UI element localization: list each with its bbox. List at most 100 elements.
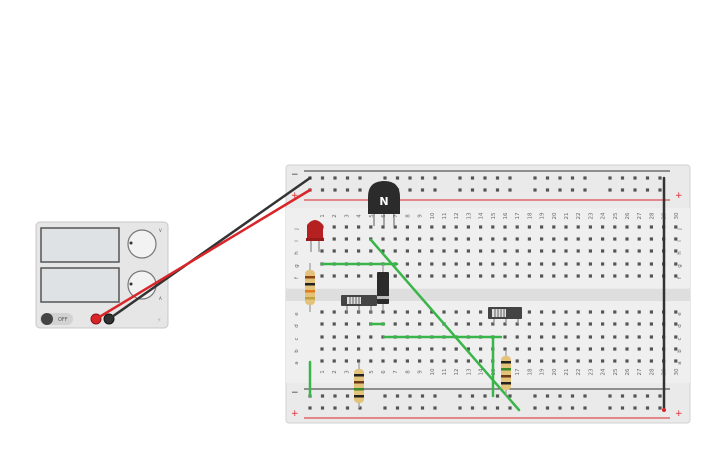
rail-hole[interactable]: [483, 188, 487, 192]
terminal-hole[interactable]: [344, 225, 348, 229]
terminal-hole[interactable]: [405, 310, 409, 314]
rail-hole[interactable]: [495, 176, 500, 180]
terminal-hole[interactable]: [527, 335, 531, 339]
terminal-hole[interactable]: [576, 310, 580, 314]
rail-hole[interactable]: [620, 406, 625, 410]
rail-hole[interactable]: [433, 406, 437, 410]
terminal-hole[interactable]: [357, 274, 361, 278]
terminal-hole[interactable]: [515, 237, 519, 241]
terminal-hole[interactable]: [576, 262, 580, 266]
terminal-hole[interactable]: [649, 310, 653, 314]
terminal-hole[interactable]: [466, 310, 470, 314]
power-supply[interactable]: V A OFF ⚡: [35, 221, 169, 329]
terminal-hole[interactable]: [454, 225, 458, 229]
terminal-hole[interactable]: [515, 347, 519, 351]
terminal-hole[interactable]: [442, 347, 446, 351]
terminal-hole[interactable]: [649, 225, 653, 229]
terminal-hole[interactable]: [479, 249, 483, 253]
terminal-hole[interactable]: [418, 322, 422, 326]
terminal-hole[interactable]: [552, 249, 556, 253]
rail-hole[interactable]: [470, 394, 475, 398]
terminal-hole[interactable]: [344, 237, 348, 241]
terminal-hole[interactable]: [479, 310, 483, 314]
terminal-hole[interactable]: [442, 310, 446, 314]
terminal-hole[interactable]: [588, 249, 592, 253]
terminal-hole[interactable]: [649, 237, 653, 241]
terminal-hole[interactable]: [442, 237, 446, 241]
rail-hole[interactable]: [433, 394, 437, 398]
terminal-hole[interactable]: [527, 347, 531, 351]
terminal-hole[interactable]: [491, 249, 495, 253]
rail-hole[interactable]: [420, 394, 425, 398]
terminal-hole[interactable]: [344, 359, 348, 363]
terminal-hole[interactable]: [332, 225, 336, 229]
power-wires[interactable]: [94, 176, 666, 412]
terminal-hole[interactable]: [588, 322, 592, 326]
terminal-hole[interactable]: [515, 274, 519, 278]
terminal-hole[interactable]: [454, 359, 458, 363]
rail-hole[interactable]: [645, 176, 650, 180]
rail-hole[interactable]: [358, 188, 362, 192]
terminal-hole[interactable]: [405, 274, 409, 278]
terminal-hole[interactable]: [491, 237, 495, 241]
terminal-hole[interactable]: [576, 225, 580, 229]
terminal-hole[interactable]: [625, 335, 629, 339]
voltage-knob[interactable]: [127, 229, 157, 259]
terminal-hole[interactable]: [503, 237, 507, 241]
rail-hole[interactable]: [533, 394, 537, 398]
terminal-hole[interactable]: [466, 322, 470, 326]
terminal-hole[interactable]: [649, 274, 653, 278]
terminal-hole[interactable]: [674, 262, 678, 266]
rail-hole[interactable]: [545, 406, 550, 410]
rail-hole[interactable]: [470, 188, 475, 192]
terminal-hole[interactable]: [515, 322, 519, 326]
terminal-hole[interactable]: [479, 347, 483, 351]
terminal-hole[interactable]: [405, 347, 409, 351]
terminal-hole[interactable]: [649, 347, 653, 351]
terminal-hole[interactable]: [588, 237, 592, 241]
terminal-hole[interactable]: [527, 310, 531, 314]
terminal-hole[interactable]: [503, 335, 507, 339]
terminal-hole[interactable]: [588, 225, 592, 229]
terminal-hole[interactable]: [442, 249, 446, 253]
terminal-hole[interactable]: [430, 359, 434, 363]
terminal-hole[interactable]: [418, 310, 422, 314]
terminal-hole[interactable]: [491, 225, 495, 229]
terminal-hole[interactable]: [625, 262, 629, 266]
terminal-hole[interactable]: [466, 274, 470, 278]
rail-hole[interactable]: [570, 406, 575, 410]
terminal-hole[interactable]: [357, 249, 361, 253]
terminal-hole[interactable]: [674, 274, 678, 278]
terminal-hole[interactable]: [381, 225, 385, 229]
terminal-hole[interactable]: [564, 322, 568, 326]
terminal-hole[interactable]: [601, 225, 605, 229]
rail-hole[interactable]: [645, 406, 650, 410]
terminal-hole[interactable]: [503, 225, 507, 229]
terminal-hole[interactable]: [649, 262, 653, 266]
terminal-hole[interactable]: [601, 322, 605, 326]
rail-hole[interactable]: [483, 406, 487, 410]
rail-hole[interactable]: [308, 406, 312, 410]
terminal-hole[interactable]: [625, 347, 629, 351]
terminal-hole[interactable]: [674, 237, 678, 241]
rail-hole[interactable]: [620, 188, 625, 192]
terminal-hole[interactable]: [515, 335, 519, 339]
terminal-hole[interactable]: [601, 237, 605, 241]
terminal-hole[interactable]: [613, 335, 617, 339]
terminal-hole[interactable]: [613, 310, 617, 314]
terminal-hole[interactable]: [454, 347, 458, 351]
rail-hole[interactable]: [608, 176, 612, 180]
rail-hole[interactable]: [395, 394, 400, 398]
terminal-hole[interactable]: [454, 262, 458, 266]
rail-hole[interactable]: [395, 176, 400, 180]
terminal-hole[interactable]: [393, 359, 397, 363]
rail-hole[interactable]: [333, 176, 337, 180]
rail-hole[interactable]: [645, 394, 650, 398]
terminal-hole[interactable]: [503, 262, 507, 266]
rail-hole[interactable]: [408, 188, 412, 192]
terminal-hole[interactable]: [418, 359, 422, 363]
terminal-hole[interactable]: [479, 225, 483, 229]
rail-hole[interactable]: [545, 176, 550, 180]
terminal-hole[interactable]: [332, 322, 336, 326]
terminal-hole[interactable]: [357, 322, 361, 326]
